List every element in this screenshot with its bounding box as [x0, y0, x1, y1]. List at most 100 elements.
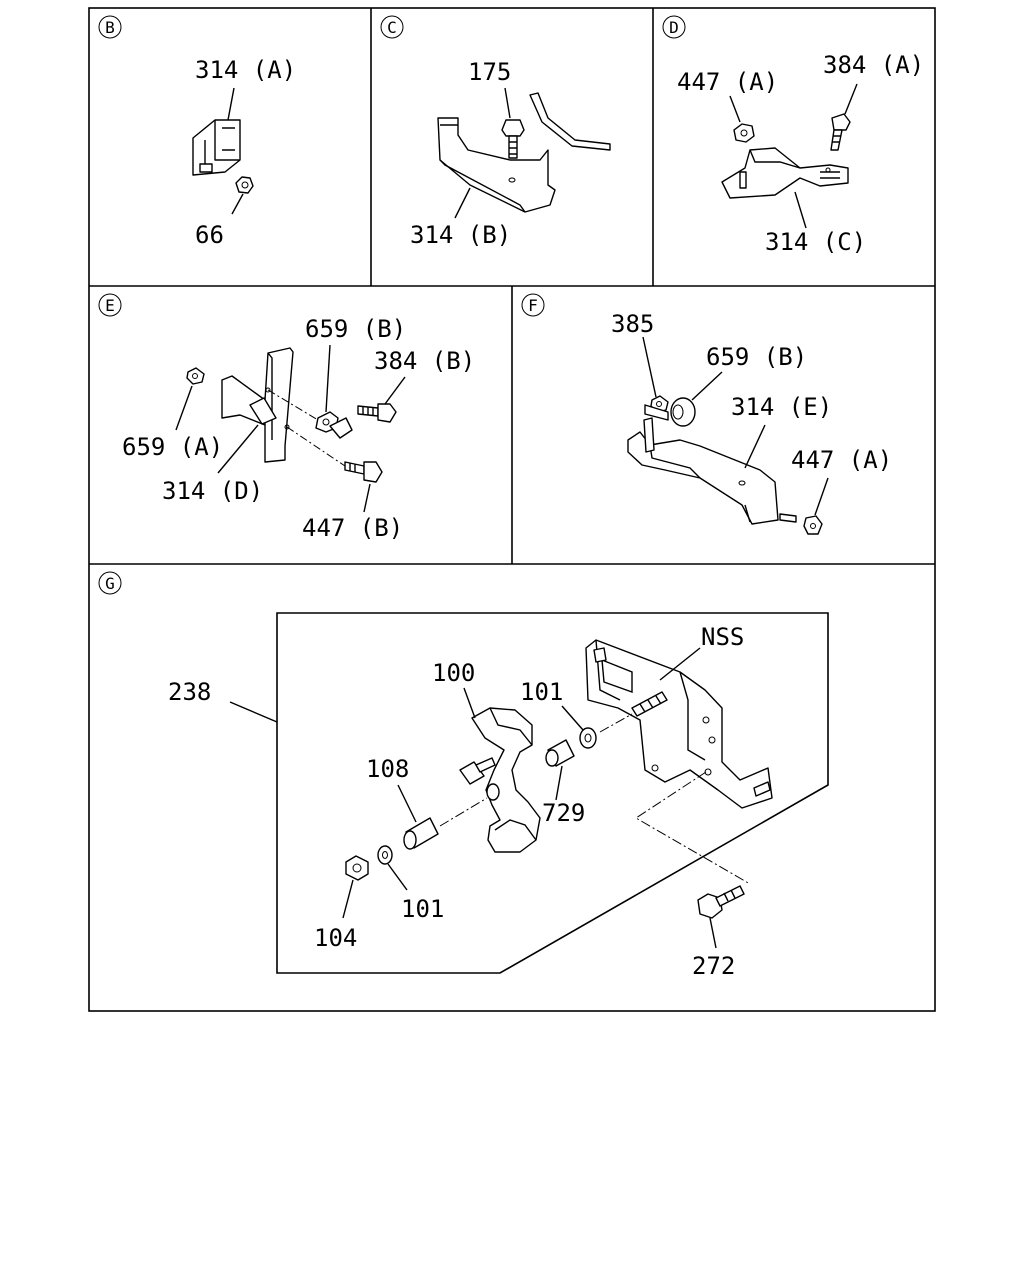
assembly-238-outline [276, 612, 829, 974]
label-314d: 314 (D) [162, 477, 263, 505]
label-101-bottom: 101 [401, 895, 444, 923]
bracket-314c [721, 147, 849, 199]
label-384a: 384 (A) [823, 51, 924, 79]
bracket-314b [437, 92, 611, 213]
bracket-314e [627, 417, 779, 525]
bracket-nss [585, 639, 773, 809]
axis-line-stud [599, 713, 633, 733]
label-659a: 659 (A) [122, 433, 223, 461]
panel-d-letter: D [669, 18, 679, 37]
leader-659b-f [691, 371, 723, 401]
label-447a-f: 447 (A) [791, 446, 892, 474]
nut-66 [199, 163, 254, 194]
panel-g: G [98, 571, 829, 980]
label-447a: 447 (A) [677, 68, 778, 96]
axis-line-lever [439, 797, 488, 827]
leader-104 [342, 879, 354, 919]
label-nss: NSS [701, 623, 744, 651]
washer-101-top [579, 727, 597, 749]
leader-66 [231, 193, 244, 215]
panel-c: C 175 314 (B) [380, 15, 611, 249]
label-66: 66 [195, 221, 224, 249]
nut-447a-f [779, 513, 823, 535]
stud-nss [631, 691, 668, 717]
label-314c: 314 (C) [765, 228, 866, 256]
label-175: 175 [468, 58, 511, 86]
leader-101-bottom [387, 863, 408, 891]
label-104: 104 [314, 924, 357, 952]
clip-659b-f [644, 397, 696, 427]
lever-100 [459, 707, 541, 853]
panel-f-marker: F [521, 293, 545, 317]
axis-line-bolt [635, 771, 751, 885]
leader-314e [744, 424, 766, 469]
panel-f-letter: F [528, 296, 538, 315]
label-447b: 447 (B) [302, 514, 403, 542]
label-108: 108 [366, 755, 409, 783]
bolt-272 [697, 885, 745, 919]
leader-385 [642, 336, 657, 398]
panel-c-letter: C [387, 18, 397, 37]
label-272: 272 [692, 952, 735, 980]
panel-c-marker: C [380, 15, 404, 39]
leader-447a-f [814, 477, 829, 516]
panel-d: D 447 (A) 384 (A) 314 (C) [662, 15, 924, 256]
panel-b: B 314 (A) 66 [98, 15, 296, 249]
bushing-108 [403, 817, 439, 850]
panel-g-letter: G [105, 574, 115, 593]
panel-f: F 385 659 (B) 314 (E) 447 (A [521, 293, 892, 535]
leader-384b [384, 376, 406, 405]
panel-e: E [98, 293, 475, 542]
clip-659b [315, 411, 353, 439]
label-100: 100 [432, 659, 475, 687]
axis-line-lower [286, 426, 346, 467]
bushing-729 [545, 739, 575, 767]
washer-101-bottom [377, 845, 393, 865]
axis-line-upper [267, 389, 319, 421]
panel-d-marker: D [662, 15, 686, 39]
label-659b-f: 659 (B) [706, 343, 807, 371]
leader-nss [659, 647, 701, 681]
leader-272 [709, 917, 717, 949]
panel-g-marker: G [98, 571, 122, 595]
leader-314d [217, 424, 259, 474]
stud-right [753, 781, 771, 797]
leader-101-top [561, 705, 584, 731]
nut-447a [733, 123, 755, 189]
bracket-314d [221, 347, 294, 463]
leader-314b [454, 187, 471, 219]
panel-e-marker: E [98, 293, 122, 317]
leader-447a [729, 95, 741, 123]
leader-447b [363, 483, 371, 513]
bolt-447b [344, 461, 383, 483]
label-385: 385 [611, 310, 654, 338]
leader-100 [463, 687, 476, 719]
nut-659a [186, 367, 205, 385]
nut-104 [345, 855, 369, 881]
bolt-175 [501, 119, 525, 159]
label-384b: 384 (B) [374, 347, 475, 375]
label-659b: 659 (B) [305, 315, 406, 343]
label-729: 729 [542, 799, 585, 827]
panel-b-marker: B [98, 15, 122, 39]
label-314e: 314 (E) [731, 393, 832, 421]
leader-314a [227, 87, 235, 121]
label-314b: 314 (B) [410, 221, 511, 249]
leader-238 [229, 701, 278, 723]
leader-108 [397, 784, 417, 823]
label-101-top: 101 [520, 678, 563, 706]
panel-b-letter: B [105, 18, 115, 37]
bolt-384a [830, 113, 851, 151]
leader-659a [175, 385, 193, 431]
leader-659b [325, 344, 331, 413]
leader-314c [794, 191, 807, 229]
leader-729 [555, 765, 563, 801]
leader-384a [844, 83, 858, 115]
panel-e-letter: E [105, 296, 115, 315]
diagram-frame [88, 7, 936, 1012]
label-238: 238 [168, 678, 211, 706]
bolt-384b [357, 403, 397, 423]
label-314a: 314 (A) [195, 56, 296, 84]
leader-175 [504, 87, 511, 119]
